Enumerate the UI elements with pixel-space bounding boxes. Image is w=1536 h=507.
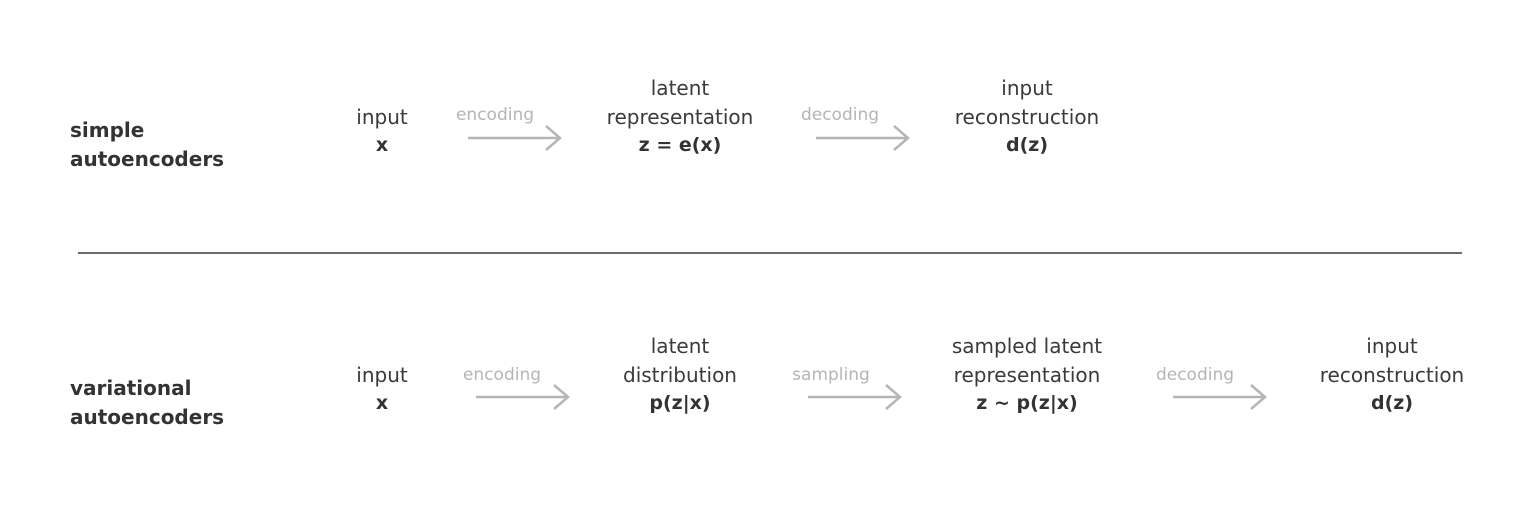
node-formula: p(z|x): [649, 392, 711, 414]
node-label: sampled latent representation: [951, 334, 1103, 387]
arrow-label: encoding: [455, 105, 535, 125]
node-latent-distribution: latent distribution p(z|x): [570, 332, 790, 418]
node-formula: z ~ p(z|x): [976, 392, 1078, 414]
node-formula: x: [375, 134, 389, 156]
node-label: latent representation: [606, 76, 754, 129]
node-label: input reconstruction: [954, 76, 1100, 129]
node-formula: z = e(x): [638, 134, 722, 156]
right-arrow-icon: [808, 384, 902, 410]
node-label: input reconstruction: [1319, 334, 1465, 387]
right-arrow-icon: [1173, 384, 1267, 410]
arrow-label: encoding: [462, 365, 542, 385]
divider: [78, 252, 1462, 254]
node-formula: d(z): [1005, 134, 1049, 156]
node-label: input: [356, 363, 408, 387]
node-label: latent distribution: [623, 334, 737, 387]
right-arrow-icon: [476, 384, 570, 410]
arrow-label: sampling: [792, 365, 870, 385]
row-title-variational-autoencoders: variational autoencoders: [70, 376, 225, 429]
arrow-label: decoding: [800, 105, 880, 125]
row-title-simple-autoencoders: simple autoencoders: [70, 118, 225, 171]
right-arrow-icon: [816, 125, 910, 151]
right-arrow-icon: [468, 125, 562, 151]
node-formula: d(z): [1370, 392, 1414, 414]
node-latent-representation: latent representation z = e(x): [570, 74, 790, 160]
arrow-label: decoding: [1155, 365, 1235, 385]
node-formula: x: [375, 392, 389, 414]
node-sampled-latent-representation: sampled latent representation z ~ p(z|x): [917, 332, 1137, 418]
node-input-reconstruction: input reconstruction d(z): [1282, 332, 1502, 418]
node-input-reconstruction: input reconstruction d(z): [917, 74, 1137, 160]
node-label: input: [356, 105, 408, 129]
node-input: input x: [272, 332, 492, 418]
node-input: input x: [272, 74, 492, 160]
